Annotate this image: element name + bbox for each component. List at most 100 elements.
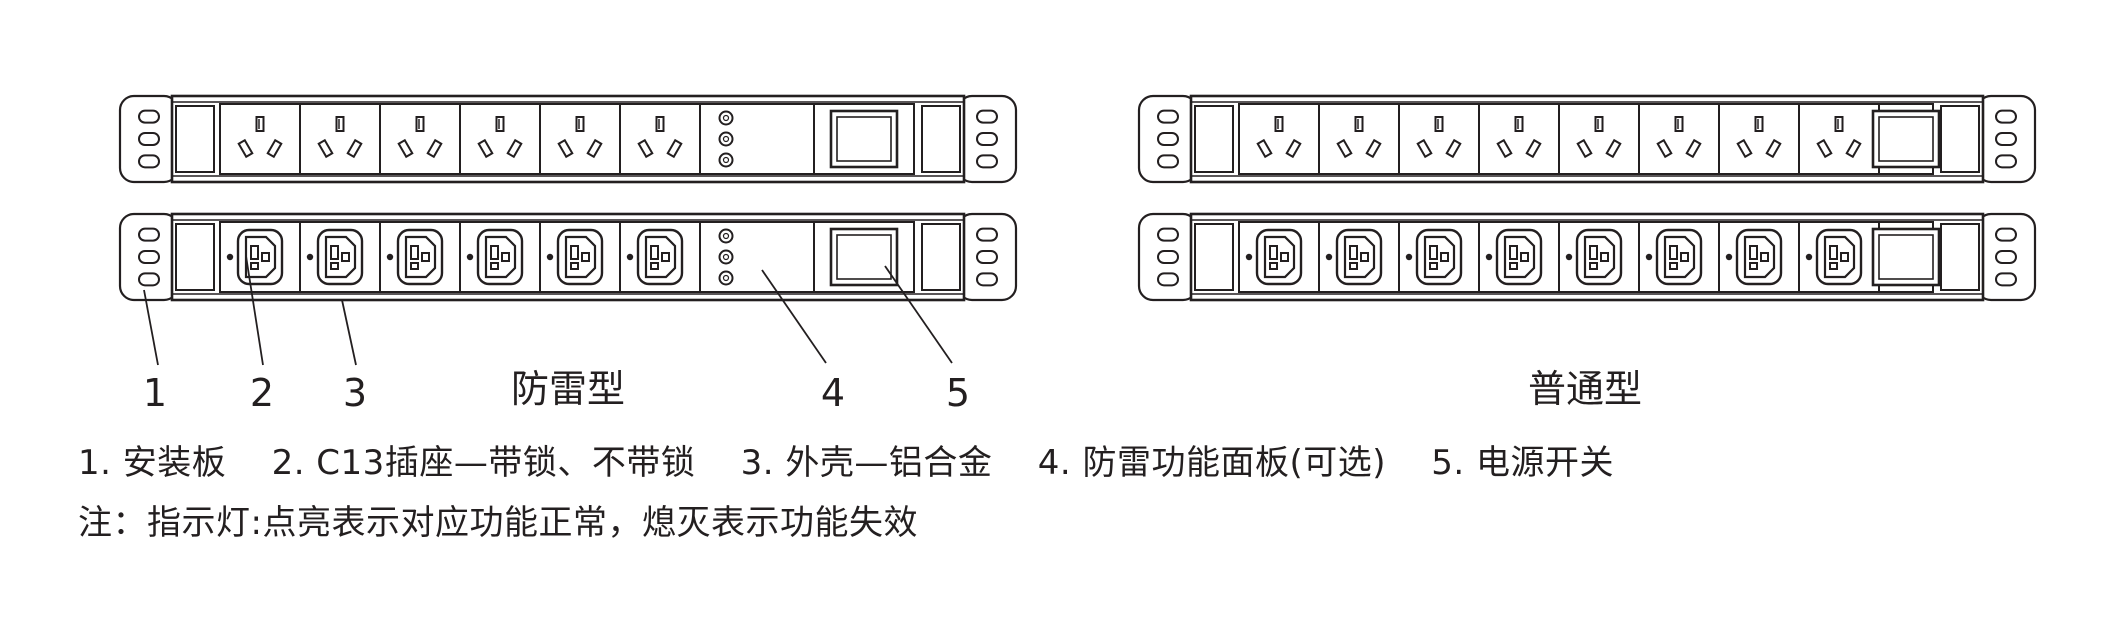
earth-pin [1514,116,1524,132]
socket-pin [1829,245,1838,260]
socket-pin [1589,262,1598,270]
indicator-light-core [722,274,730,282]
end-cap-right [921,105,961,173]
mounting-ear-right [956,212,1018,302]
indicator-light-core [722,253,730,261]
national-socket-icon [397,116,443,159]
live-pin [1336,138,1353,159]
socket-dot [466,253,474,261]
socket-pin [1269,245,1278,260]
socket-pin [490,262,499,270]
earth-pin [1434,116,1444,132]
neutral-pin [1445,138,1462,159]
mounting-ear-right [1975,212,2037,302]
live-pin [557,138,574,159]
national-socket-icon [1496,116,1542,159]
mounting-hole [138,250,160,264]
neutral-pin [1765,138,1782,159]
socket-module [1718,103,1800,175]
socket-pin [490,245,499,260]
mounting-hole [1157,154,1179,169]
c13-socket-icon [626,228,684,286]
type-label-standard: 普通型 [1528,367,1642,411]
end-cap-left [175,223,215,291]
mounting-ear-left [118,94,180,184]
live-pin [237,138,254,159]
leader-line-4 [761,269,827,364]
mounting-hole [976,109,998,124]
socket-pin [1440,252,1449,262]
national-socket-icon [1656,116,1702,159]
neutral-pin [346,138,363,159]
neutral-pin [1685,138,1702,159]
callout-leaders [143,255,953,366]
leader-line-3 [341,299,357,366]
live-pin [1256,138,1273,159]
legend-item-housing: 3. 外壳—铝合金 [740,443,993,483]
mounting-ear-left [1137,212,1199,302]
socket-pin [650,262,659,270]
earth-pin [655,116,665,132]
earth-pin [1834,116,1844,132]
socket-pin [570,262,579,270]
socket-dot [1485,253,1493,261]
callout-5: 5 [946,371,970,415]
legend-item-c13-socket: 2. C13插座—带锁、不带锁 [271,443,696,483]
national-socket-icon [1256,116,1302,159]
c13-socket-icon [1805,228,1863,286]
socket-module [1638,103,1720,175]
socket-pin [1589,245,1598,260]
surge-pdu-national [118,94,1018,184]
mounting-hole [976,154,998,169]
earth-pin [1354,116,1364,132]
socket-pin [1509,245,1518,260]
socket-pin [1749,262,1758,270]
mounting-hole [1995,132,2017,146]
live-pin [1496,138,1513,159]
c13-socket-icon [1565,228,1623,286]
leader-line-1 [143,289,159,366]
socket-pin [410,245,419,260]
socket-pin [421,252,430,262]
socket-dot [626,253,634,261]
socket-pin [1269,262,1278,270]
socket-pin [1280,252,1289,262]
mounting-hole [1995,250,2017,264]
neutral-pin [1845,138,1862,159]
c13-socket-icon [1485,228,1543,286]
live-pin [1736,138,1753,159]
mounting-hole [1995,109,2017,124]
c13-socket-icon [546,228,604,286]
mounting-ear-left [118,212,180,302]
power-switch-rocker [836,116,892,162]
live-pin [317,138,334,159]
c13-socket-icon [1405,228,1463,286]
socket-dot [1325,253,1333,261]
earth-pin [255,116,265,132]
socket-pin [1429,262,1438,270]
national-socket-icon [1336,116,1382,159]
socket-pin [1509,262,1518,270]
callout-2: 2 [250,371,274,415]
end-cap-right [921,223,961,291]
socket-pin [570,245,579,260]
socket-dot [1805,253,1813,261]
power-switch-rocker [1878,116,1934,162]
mounting-hole [138,154,160,169]
socket-pin [250,245,259,260]
earth-pin [1674,116,1684,132]
end-cap-right [1940,105,1980,173]
c13-socket-icon [1725,228,1783,286]
socket-module [1478,103,1560,175]
socket-pin [581,252,590,262]
mounting-hole [976,272,998,287]
socket-module [1558,103,1640,175]
socket-dot [1725,253,1733,261]
mounting-hole [976,132,998,146]
mounting-hole [138,272,160,287]
neutral-pin [1285,138,1302,159]
end-cap-left [1194,105,1234,173]
socket-pin [650,245,659,260]
live-pin [397,138,414,159]
